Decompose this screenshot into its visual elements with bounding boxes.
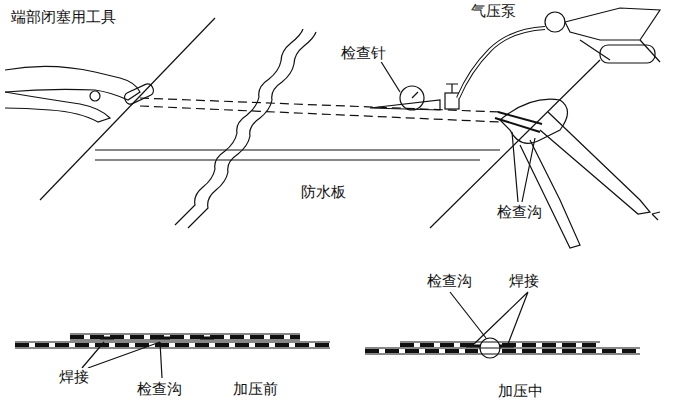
pressure-gauge — [400, 86, 424, 110]
leader-line — [450, 292, 528, 344]
sheet-hatch — [15, 337, 330, 345]
check-channel-bulge — [480, 338, 500, 358]
valve-handle — [446, 84, 458, 93]
leader-line — [512, 132, 535, 202]
part-label: 加压中 — [497, 382, 544, 400]
pump-body — [565, 8, 660, 40]
sheet-layers — [365, 342, 640, 354]
sheet-layers — [15, 334, 330, 348]
pivot — [90, 91, 100, 101]
weld — [466, 345, 514, 348]
sheet-hatch — [365, 345, 640, 351]
break-line — [175, 29, 303, 225]
check-channel — [140, 98, 500, 112]
seam-end — [495, 112, 542, 132]
break-line — [188, 32, 316, 228]
sheet-edge — [40, 18, 215, 200]
part-label: 焊接 — [508, 272, 540, 290]
part-label: 端部闭塞用工具 — [10, 8, 117, 26]
pliers-handle — [540, 112, 650, 214]
pump-gauge — [545, 12, 565, 32]
sheet-edge — [95, 159, 480, 160]
pliers-handle — [520, 140, 580, 248]
sheet-edge — [430, 60, 600, 228]
part-label: 检查沟 — [496, 203, 543, 221]
part-label: 气压泵 — [470, 2, 517, 20]
part-label: 检查针 — [340, 44, 387, 62]
press-arrow — [652, 212, 660, 220]
sheet-edge — [95, 149, 500, 150]
leader-line — [380, 60, 400, 92]
part-label: 防水板 — [300, 183, 347, 201]
hose — [458, 28, 545, 98]
hose — [458, 28, 545, 98]
weld — [100, 337, 214, 340]
gauge-needle — [412, 92, 418, 98]
part-label: 焊接 — [58, 368, 90, 386]
part-label: 检查沟 — [426, 272, 473, 290]
plug — [123, 82, 155, 106]
pump-frame — [580, 40, 660, 62]
part-label: 加压前 — [232, 380, 279, 398]
pliers — [5, 92, 110, 122]
valve — [445, 93, 459, 109]
check-needle — [370, 100, 440, 110]
part-label: 检查沟 — [136, 380, 183, 398]
leader-line — [82, 342, 162, 378]
